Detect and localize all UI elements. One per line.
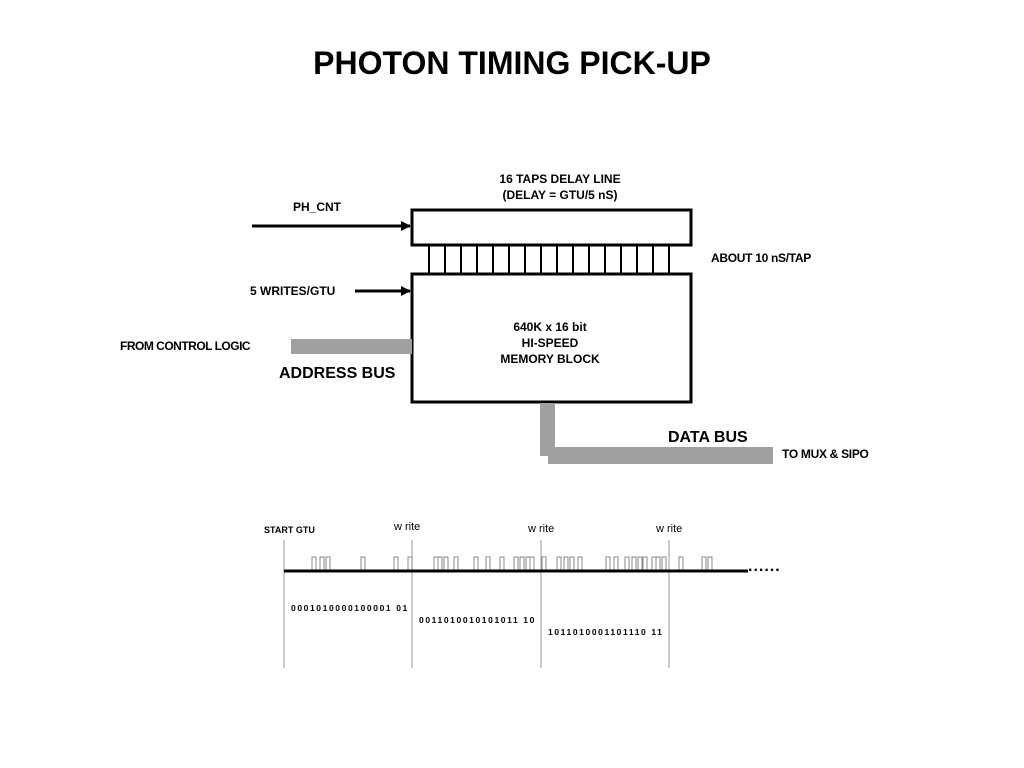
photon-pulse bbox=[453, 556, 459, 570]
page-title: PHOTON TIMING PICK-UP bbox=[313, 45, 711, 81]
photon-pulse bbox=[678, 556, 684, 570]
tap-note: ABOUT 10 nS/TAP bbox=[711, 251, 811, 265]
photon-pulse bbox=[485, 556, 491, 570]
delay-line-label: 16 TAPS DELAY LINE (DELAY = GTU/5 nS) bbox=[470, 173, 650, 201]
bit-string-2: 0011010010101011 10 bbox=[419, 615, 536, 625]
photon-pulse bbox=[473, 556, 479, 570]
photon-pulse bbox=[707, 556, 713, 570]
photon-pulse bbox=[655, 556, 661, 570]
write-label-3: w rite bbox=[656, 523, 683, 535]
photon-pulse bbox=[519, 556, 525, 570]
memory-label: 640K x 16 bit HI-SPEED MEMORY BLOCK bbox=[480, 321, 620, 365]
photon-pulse bbox=[661, 556, 667, 570]
from-control-logic-label: FROM CONTROL LOGIC bbox=[120, 339, 251, 353]
photon-pulse bbox=[311, 556, 317, 570]
photon-pulse bbox=[642, 556, 648, 570]
to-mux-sipo-label: TO MUX & SIPO bbox=[782, 447, 869, 461]
memory-block bbox=[410, 272, 693, 404]
data-bus-horizontal bbox=[548, 447, 773, 464]
photon-pulse bbox=[513, 556, 519, 570]
photon-pulse bbox=[624, 556, 630, 570]
photon-pulse bbox=[563, 556, 569, 570]
delay-line-taps bbox=[428, 246, 670, 273]
write-label-2: w rite bbox=[528, 523, 555, 535]
photon-pulse bbox=[360, 556, 366, 570]
photon-pulse bbox=[701, 556, 707, 570]
memory-label-line-1: 640K x 16 bit bbox=[513, 320, 587, 334]
data-bus-vertical bbox=[540, 403, 555, 456]
delay-line-label-line-1: 16 TAPS DELAY LINE bbox=[499, 172, 621, 186]
photon-pulse bbox=[437, 556, 443, 570]
photon-pulse bbox=[631, 556, 637, 570]
delay-line-label-line-2: (DELAY = GTU/5 nS) bbox=[502, 188, 618, 202]
photon-pulse bbox=[613, 556, 619, 570]
photon-pulse bbox=[651, 556, 657, 570]
photon-pulse bbox=[605, 556, 611, 570]
photon-pulse bbox=[443, 556, 449, 570]
photon-pulse bbox=[556, 556, 562, 570]
delay-line-box bbox=[410, 208, 693, 247]
continuation-dots: ...... bbox=[748, 558, 781, 575]
bit-string-1: 0001010000100001 01 bbox=[291, 603, 409, 613]
memory-label-line-3: MEMORY BLOCK bbox=[500, 352, 600, 366]
photon-pulse bbox=[499, 556, 505, 570]
photon-pulse bbox=[433, 556, 439, 570]
start-gtu-label: START GTU bbox=[264, 525, 315, 535]
memory-label-line-2: HI-SPEED bbox=[521, 336, 579, 350]
photon-pulse bbox=[407, 556, 413, 570]
photon-pulse bbox=[577, 556, 583, 570]
photon-pulse bbox=[325, 556, 331, 570]
bit-string-3: 1011010001101110 11 bbox=[548, 627, 664, 637]
address-bus-label: ADDRESS BUS bbox=[279, 365, 396, 382]
data-bus-label: DATA BUS bbox=[668, 429, 748, 446]
photon-pulse bbox=[525, 556, 531, 570]
photon-pulse bbox=[393, 556, 399, 570]
photon-pulse bbox=[541, 556, 547, 570]
writes-per-gtu-label: 5 WRITES/GTU bbox=[250, 284, 336, 298]
photon-pulse bbox=[319, 556, 325, 570]
address-bus bbox=[291, 339, 412, 354]
photon-pulses bbox=[311, 556, 713, 570]
photon-pulse bbox=[569, 556, 575, 570]
photon-pulse bbox=[529, 556, 535, 570]
ph-cnt-label: PH_CNT bbox=[293, 200, 342, 214]
photon-pulse bbox=[637, 556, 643, 570]
write-label-1: w rite bbox=[394, 521, 421, 533]
